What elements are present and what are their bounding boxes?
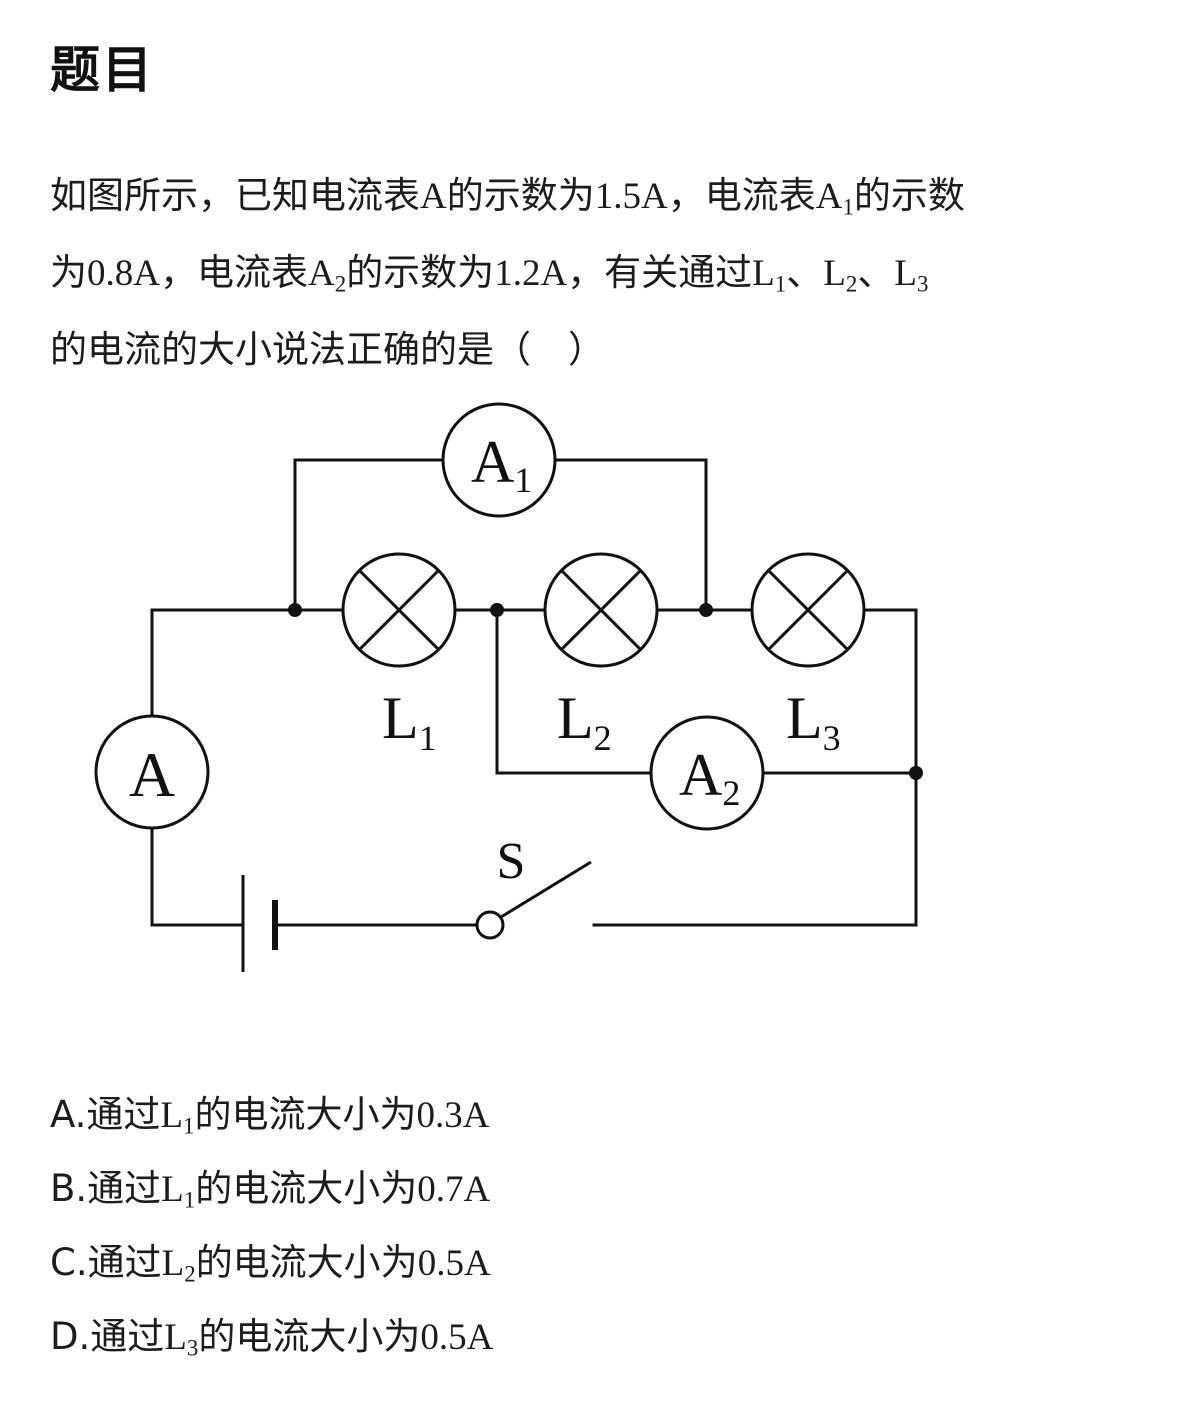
ammeter-1-label: A1 xyxy=(471,429,532,500)
subscript: 2 xyxy=(184,1261,196,1287)
question-text: 如图所示，已知电流表A的示数为1.5A，电流表A1的示数 为0.8A，电流表A2… xyxy=(50,158,1160,388)
lamp-3-icon xyxy=(750,552,866,668)
option-text: 的电流大小为 xyxy=(198,1315,421,1358)
ammeter-2-label: A2 xyxy=(679,742,740,813)
option-value: 0.7A xyxy=(417,1169,491,1210)
subscript: 3 xyxy=(916,271,929,297)
ammeter-main-label: A xyxy=(129,739,175,810)
current-value: 1.5A xyxy=(594,176,668,217)
option-text: 通过 xyxy=(86,1093,161,1136)
question-line-3: 的电流的大小说法正确的是（ ） xyxy=(50,328,605,371)
ammeter-2-icon: A2 xyxy=(649,715,765,831)
current-value: 0.8A xyxy=(87,253,160,294)
option-text: 通过 xyxy=(87,1167,162,1210)
text-segment: 的示数 xyxy=(853,174,965,217)
lamp-1-label: L1 xyxy=(382,685,437,758)
text-segment: ，电流表 xyxy=(159,251,308,294)
page-heading: 题目 xyxy=(50,41,154,99)
switch-label: S xyxy=(497,833,526,890)
current-value: 1.2A xyxy=(494,253,568,294)
option-text: 通过 xyxy=(90,1315,165,1358)
lamp-symbol: L xyxy=(894,253,917,294)
lamp-symbol: L xyxy=(752,253,775,294)
meter-symbol: A xyxy=(307,253,335,294)
option-letter: B. xyxy=(50,1167,88,1210)
meter-symbol: A xyxy=(815,176,843,217)
option-c[interactable]: C.通过L2的电流大小为0.5A xyxy=(50,1226,493,1300)
ammeter-1-icon: A1 xyxy=(441,402,557,518)
text-segment: ，电流表 xyxy=(667,174,816,217)
meter-symbol: A xyxy=(420,176,447,217)
subscript: 2 xyxy=(845,271,858,297)
subscript: 1 xyxy=(774,271,787,297)
option-text: 的电流大小为 xyxy=(195,1167,418,1210)
option-a[interactable]: A.通过L1的电流大小为0.3A xyxy=(50,1078,493,1152)
lamp-symbol: L xyxy=(161,1169,184,1210)
lamp-1-icon xyxy=(341,552,457,668)
subscript: 2 xyxy=(334,271,347,297)
circuit-diagram: S L1 L2 L3 A xyxy=(0,380,1199,1024)
option-value: 0.3A xyxy=(416,1095,490,1136)
option-d[interactable]: D.通过L3的电流大小为0.5A xyxy=(50,1300,493,1374)
text-segment: 的示数为 xyxy=(346,251,495,294)
ammeter-main-icon: A xyxy=(94,714,210,830)
option-value: 0.5A xyxy=(420,1317,494,1358)
text-segment: 如图所示，已知电流表 xyxy=(50,174,420,217)
option-text: 的电流大小为 xyxy=(195,1241,418,1284)
battery-icon xyxy=(241,875,278,972)
option-text: 的电流大小为 xyxy=(194,1093,417,1136)
switch-icon xyxy=(475,860,592,940)
option-letter: C. xyxy=(50,1241,88,1284)
circuit-svg: S L1 L2 L3 A xyxy=(94,402,923,972)
option-letter: D. xyxy=(50,1315,91,1358)
subscript: 1 xyxy=(183,1113,195,1139)
lamp-2-icon xyxy=(543,552,659,668)
question-line-2: 为0.8A，电流表A2的示数为1.2A，有关通过L1、L2、L3 xyxy=(50,235,1160,312)
text-segment: 、 xyxy=(786,251,824,294)
option-b[interactable]: B.通过L1的电流大小为0.7A xyxy=(50,1152,493,1226)
text-segment: 为 xyxy=(50,251,87,294)
lamp-symbol: L xyxy=(160,1095,184,1136)
lamp-3-label: L3 xyxy=(786,685,841,758)
question-line-1: 如图所示，已知电流表A的示数为1.5A，电流表A1的示数 xyxy=(50,158,1160,235)
subscript: 1 xyxy=(183,1187,196,1213)
text-segment: ，有关通过 xyxy=(567,251,753,294)
lamp-2-label: L2 xyxy=(557,685,612,758)
lamp-symbol: L xyxy=(823,253,846,294)
text-segment: 的示数为 xyxy=(446,174,595,217)
lamp-symbol: L xyxy=(164,1317,187,1358)
answer-options: A.通过L1的电流大小为0.3A B.通过L1的电流大小为0.7A C.通过L2… xyxy=(50,1078,493,1374)
text-segment: 、 xyxy=(857,251,895,294)
option-letter: A. xyxy=(50,1093,87,1136)
subscript: 3 xyxy=(186,1335,199,1361)
option-value: 0.5A xyxy=(417,1243,491,1284)
option-text: 通过 xyxy=(87,1241,162,1284)
subscript: 1 xyxy=(842,194,854,220)
junction-dots xyxy=(288,603,923,780)
lamp-symbol: L xyxy=(161,1243,185,1284)
